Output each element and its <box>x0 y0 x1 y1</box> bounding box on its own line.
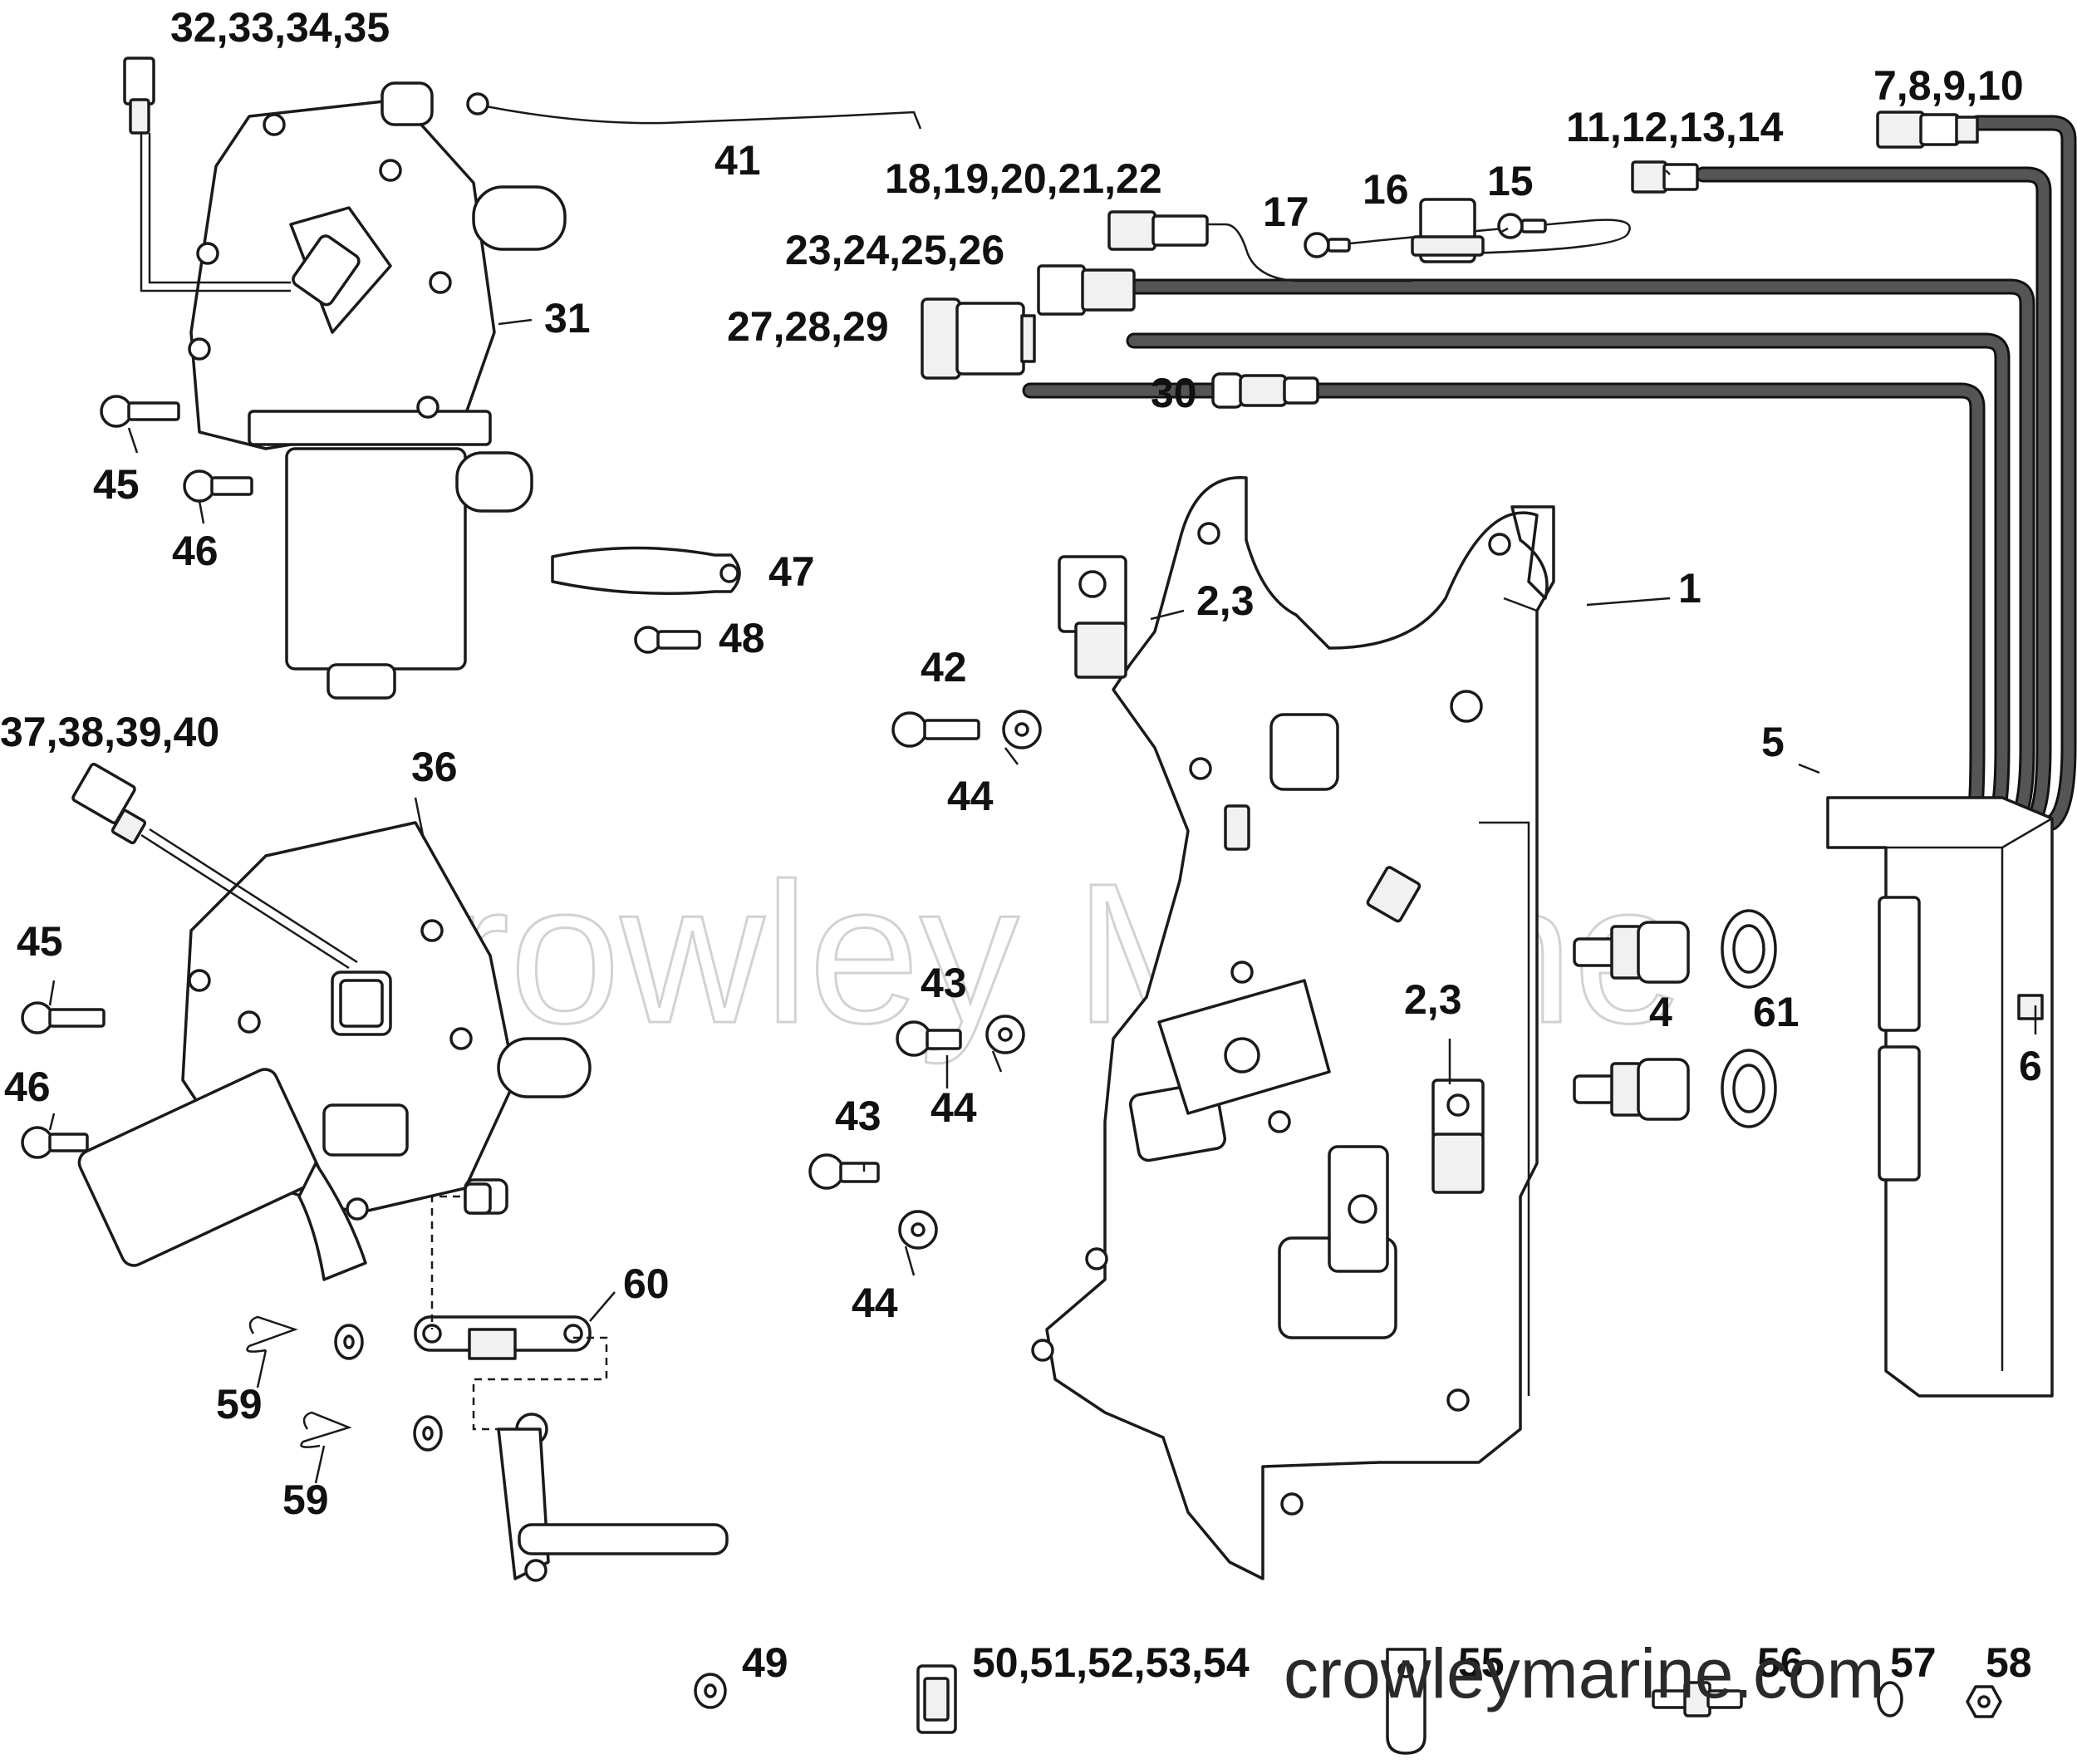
link-60 <box>414 1195 608 1431</box>
bolt-43-b <box>808 1153 880 1190</box>
fuse-holder-16 <box>1411 198 1485 263</box>
clip-59-a <box>246 1315 298 1353</box>
washer-a <box>334 1324 364 1360</box>
callout-1: 1 <box>1678 565 1701 612</box>
bolt-45-left <box>21 1001 106 1034</box>
callout-48: 48 <box>719 615 765 661</box>
lever <box>497 1413 729 1582</box>
callout-55: 55 <box>1458 1639 1505 1686</box>
connector-11-14 <box>1631 160 1699 194</box>
callout-2-3-mid: 2,3 <box>1404 976 1462 1023</box>
washer-49 <box>694 1673 727 1709</box>
clamp-47 <box>551 546 741 596</box>
callout-49: 49 <box>742 1639 788 1686</box>
bolt-42 <box>891 711 980 748</box>
callout-31: 31 <box>544 295 591 341</box>
bolt-45-top <box>100 395 180 428</box>
leader-lines <box>48 170 2037 1484</box>
washer-57 <box>1877 1681 1903 1717</box>
washer-44-c <box>898 1210 938 1250</box>
callout-58: 58 <box>1986 1639 2032 1686</box>
nut-58 <box>1966 1685 2002 1718</box>
callout-18-22: 18,19,20,21,22 <box>885 155 1162 202</box>
callout-7-10: 7,8,9,10 <box>1873 62 2024 109</box>
junction-box-5 <box>1826 796 2054 1398</box>
callout-16: 16 <box>1363 166 1409 213</box>
washer-44-a <box>1002 710 1042 749</box>
fitting-4-top <box>1573 921 1690 984</box>
callout-47: 47 <box>768 548 815 595</box>
callout-50-54: 50,51,52,53,54 <box>972 1639 1250 1686</box>
callout-56: 56 <box>1757 1639 1804 1686</box>
callout-27-29: 27,28,29 <box>727 303 889 350</box>
callout-46-left: 46 <box>4 1064 51 1110</box>
callout-42: 42 <box>921 644 967 690</box>
clip-55 <box>1386 1648 1426 1755</box>
grommet-61-bottom <box>1721 1049 1777 1128</box>
connector-32-35 <box>123 57 155 135</box>
washer-b <box>413 1415 443 1452</box>
bracket-2-3-mid <box>1431 1079 1485 1194</box>
callout-11-14: 11,12,13,14 <box>1566 104 1784 150</box>
callout-4: 4 <box>1649 989 1672 1035</box>
bolt-43-a <box>896 1020 962 1057</box>
fitting-4-bottom <box>1573 1058 1690 1121</box>
ring-terminal-15 <box>1497 213 1547 239</box>
callout-32-35: 32,33,34,35 <box>170 4 390 51</box>
callout-45-left: 45 <box>17 918 63 965</box>
connector-30 <box>1211 372 1319 409</box>
connector-37-40 <box>71 763 358 970</box>
callout-43-a: 43 <box>921 960 967 1006</box>
callout-45-top: 45 <box>93 461 140 508</box>
rod-41 <box>466 92 922 130</box>
callout-44-c: 44 <box>852 1280 898 1326</box>
callout-61: 61 <box>1753 989 1800 1035</box>
callout-23-26: 23,24,25,26 <box>785 227 1004 273</box>
callout-15: 15 <box>1487 158 1534 204</box>
connector-23-26 <box>1037 264 1136 316</box>
callout-43-b: 43 <box>835 1093 881 1139</box>
grommet-61-top <box>1721 909 1777 989</box>
callout-5: 5 <box>1761 719 1785 765</box>
bracket-2-3-top <box>1058 555 1127 679</box>
callout-labels: 1 2,3 2,3 4 5 6 7,8,9,10 11,12,13,14 15 … <box>0 4 2042 1686</box>
callout-41: 41 <box>714 137 761 184</box>
clip-59-b <box>300 1411 352 1448</box>
pin-upper <box>464 1182 492 1215</box>
callout-2-3-top: 2,3 <box>1196 577 1255 624</box>
callout-44-b: 44 <box>930 1084 977 1131</box>
watermark-bottom: crowleymarine.com <box>1284 1634 1885 1712</box>
callout-37-40: 37,38,39,40 <box>0 709 219 755</box>
callout-60: 60 <box>623 1260 670 1307</box>
ring-terminal-17 <box>1304 232 1351 258</box>
callout-6: 6 <box>2019 1043 2042 1089</box>
washer-44-b <box>985 1015 1025 1054</box>
connector-18-22 <box>1107 210 1209 251</box>
callout-30: 30 <box>1151 370 1197 416</box>
callout-44-a: 44 <box>947 773 994 819</box>
callout-57: 57 <box>1890 1639 1937 1686</box>
callout-17: 17 <box>1263 189 1309 235</box>
connector-27-29 <box>921 297 1036 380</box>
bolt-46-left <box>21 1126 89 1159</box>
bolt-46-top <box>183 469 253 503</box>
callout-46-top: 46 <box>172 528 219 574</box>
screw-48 <box>634 626 701 654</box>
callout-59-b: 59 <box>282 1477 329 1523</box>
stud-56 <box>1652 1681 1743 1717</box>
trim-motor-31 <box>140 81 567 700</box>
connector-50-54 <box>916 1664 957 1734</box>
connector-7-10 <box>1876 111 1979 149</box>
callout-59-a: 59 <box>216 1381 263 1427</box>
mounting-plate-1 <box>1031 476 1555 1580</box>
callout-36: 36 <box>411 744 458 790</box>
